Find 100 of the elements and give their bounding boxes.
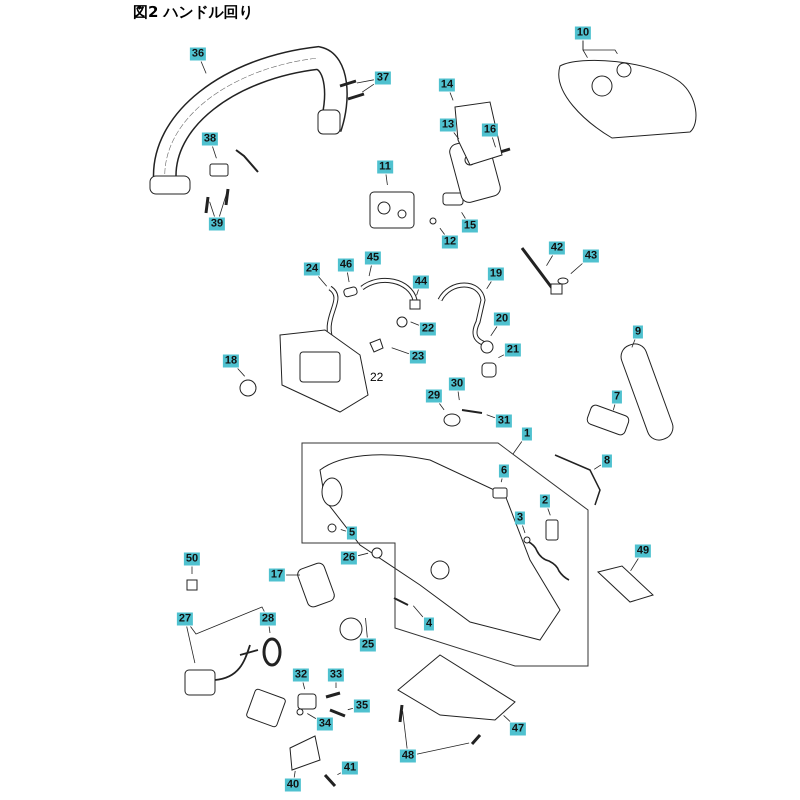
leader-line xyxy=(347,708,354,710)
callout-number: 28 xyxy=(260,612,276,626)
callout-number: 16 xyxy=(482,124,498,136)
callout-number: 38 xyxy=(202,132,218,146)
callout-number: 48 xyxy=(400,750,416,762)
callout-number: 44 xyxy=(412,276,430,288)
leader-line xyxy=(416,742,470,754)
callout-number: 5 xyxy=(346,526,358,540)
callout-number: 2 xyxy=(540,494,550,508)
leader-line xyxy=(402,710,408,749)
leader-line xyxy=(522,525,526,534)
leader-line xyxy=(458,391,460,400)
callout-number: 33 xyxy=(328,668,344,682)
leader-line xyxy=(356,79,374,84)
callout-number: 36 xyxy=(190,48,206,60)
leader-line xyxy=(186,626,196,664)
leader-line xyxy=(340,529,346,532)
leader-line xyxy=(612,404,616,411)
callout-number: 21 xyxy=(504,344,522,356)
callout-number: 13 xyxy=(440,118,456,132)
callout-number: 50 xyxy=(184,552,200,566)
callout-number: 23 xyxy=(410,350,426,364)
callout-number: 45 xyxy=(364,252,382,264)
leader-line xyxy=(594,464,602,470)
callout-number: 3 xyxy=(514,512,526,524)
callout-number: 26 xyxy=(340,552,358,564)
leader-line xyxy=(286,574,300,576)
callout-number: 31 xyxy=(496,414,512,428)
leader-line xyxy=(492,137,496,148)
callout-number: 29 xyxy=(426,390,442,402)
callout-number: 32 xyxy=(292,668,310,682)
callout-number: 11 xyxy=(377,160,393,174)
callout-number: 37 xyxy=(374,72,392,84)
leader-line xyxy=(219,193,227,217)
callout-number: 6 xyxy=(498,464,510,478)
leader-line xyxy=(632,339,636,348)
figure-title: 図2 ハンドル回り xyxy=(133,3,254,22)
leader-line xyxy=(391,347,410,354)
callout-number: 10 xyxy=(574,26,592,40)
leader-line xyxy=(365,618,368,638)
leader-line xyxy=(337,772,342,776)
leader-line xyxy=(347,272,350,282)
leader-line xyxy=(461,212,466,219)
callout-number: 18 xyxy=(222,354,240,368)
callout-number: 39 xyxy=(208,218,226,230)
callout-number: 47 xyxy=(510,722,526,736)
callout-number: 22 xyxy=(420,322,436,336)
callout-number: 46 xyxy=(338,258,354,272)
callout-number: 1 xyxy=(522,428,532,440)
leader-line xyxy=(412,605,424,618)
leader-line xyxy=(237,368,246,377)
leader-line xyxy=(439,403,444,410)
leader-line xyxy=(362,84,374,93)
leader-line xyxy=(498,354,504,358)
leader-line xyxy=(200,61,206,74)
leader-line xyxy=(386,174,388,186)
callout-number: 12 xyxy=(442,236,458,248)
callout-number: 14 xyxy=(438,78,456,92)
leader-line xyxy=(306,713,316,719)
leader-line xyxy=(410,322,420,326)
callout-number: 20 xyxy=(494,312,510,326)
callout-number: 24 xyxy=(304,262,320,276)
callout-number: 4 xyxy=(424,618,434,630)
callout-number: 43 xyxy=(582,250,600,262)
callout-number: 27 xyxy=(176,612,194,626)
leader-line xyxy=(318,276,328,287)
leader-line xyxy=(546,255,553,266)
leader-line xyxy=(190,606,265,634)
leader-line xyxy=(212,146,217,159)
leader-line xyxy=(547,508,551,516)
callout-number: 35 xyxy=(354,700,370,712)
callout-number: 49 xyxy=(634,544,652,558)
leader-line xyxy=(358,552,368,556)
leader-line xyxy=(582,40,618,54)
leader-line xyxy=(209,201,215,217)
callout-number: 42 xyxy=(548,242,566,254)
leader-line xyxy=(440,228,445,235)
callout-number: 34 xyxy=(316,718,334,730)
leader-line xyxy=(630,558,639,572)
callout-number: 15 xyxy=(462,220,478,232)
leader-line xyxy=(453,132,460,140)
callout-number: 41 xyxy=(342,762,358,774)
callout-number: 40 xyxy=(284,778,302,792)
part-number: 22 xyxy=(370,370,384,384)
callout-number: 19 xyxy=(488,268,504,280)
leader-line xyxy=(368,265,372,276)
leader-line xyxy=(486,414,496,418)
callout-number: 25 xyxy=(360,638,376,652)
callout-number: 17 xyxy=(268,568,286,582)
leader-line xyxy=(570,263,583,274)
leader-line xyxy=(302,682,306,690)
leader-line xyxy=(450,92,454,101)
callout-number: 30 xyxy=(448,378,466,390)
leader-line xyxy=(500,478,502,482)
leader-line xyxy=(416,289,419,296)
leader-line xyxy=(490,326,498,336)
leader-line xyxy=(294,770,296,778)
callout-number: 7 xyxy=(612,390,622,404)
callout-number: 8 xyxy=(602,454,612,468)
leader-line xyxy=(503,715,510,722)
